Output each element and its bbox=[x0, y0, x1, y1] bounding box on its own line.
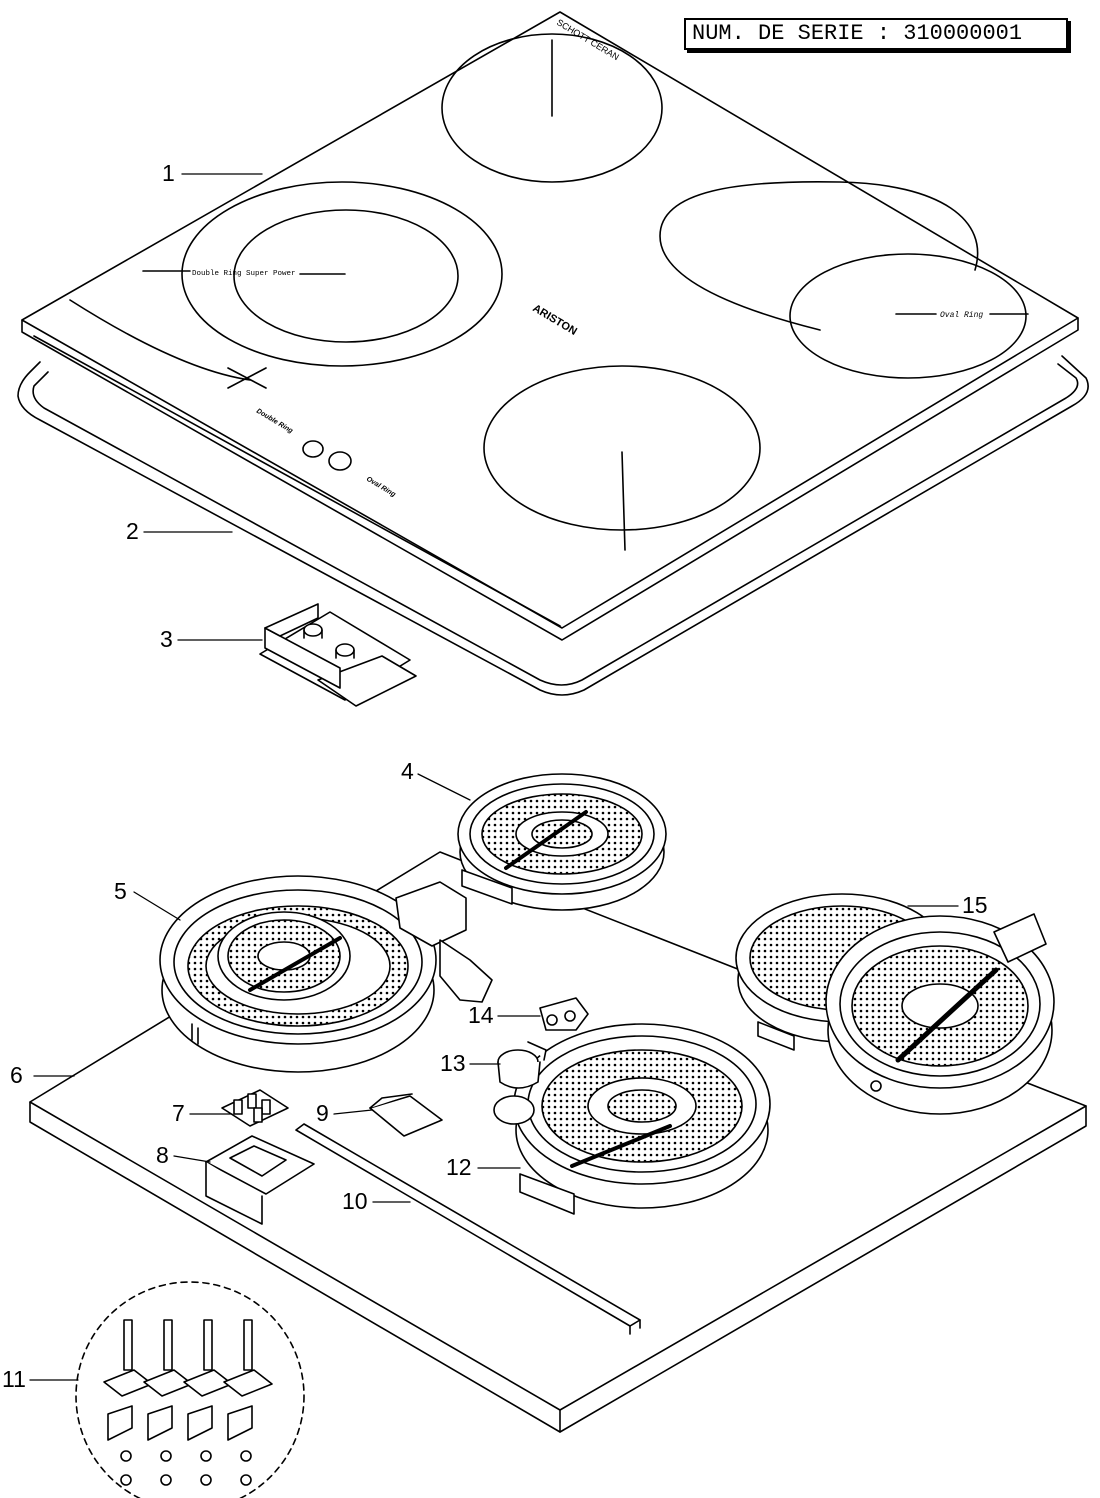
callout-4: 4 bbox=[401, 758, 414, 784]
callout-5: 5 bbox=[114, 878, 127, 904]
heating-element-double-ring bbox=[159, 875, 493, 1073]
callout-9: 9 bbox=[316, 1100, 329, 1126]
heating-element-front bbox=[513, 1023, 771, 1215]
callout-3: 3 bbox=[160, 626, 173, 652]
serial-number-box: NUM. DE SERIE : 310000001 bbox=[684, 18, 1068, 50]
frame-seal bbox=[17, 355, 1089, 696]
callout-10: 10 bbox=[342, 1188, 368, 1214]
zone-label-oval-ring: Oval Ring bbox=[940, 311, 983, 320]
callout-2: 2 bbox=[126, 518, 139, 544]
control-button-2 bbox=[328, 451, 352, 471]
control-module bbox=[259, 603, 417, 707]
heating-element-oval bbox=[735, 893, 1055, 1115]
zone-label-double-ring: Double Ring Super Power bbox=[192, 270, 296, 278]
callout-13: 13 bbox=[440, 1050, 466, 1076]
control-button-1 bbox=[302, 440, 324, 458]
zone-double-ring-outer bbox=[181, 181, 503, 367]
callout-leaders bbox=[29, 173, 959, 1381]
callout-14: 14 bbox=[468, 1002, 494, 1028]
glass-ceramic-top bbox=[21, 11, 1079, 641]
callout-6: 6 bbox=[10, 1062, 23, 1088]
callout-7: 7 bbox=[172, 1100, 185, 1126]
bracket bbox=[205, 1135, 315, 1225]
zone-double-ring-inner bbox=[233, 209, 459, 343]
terminal-block bbox=[221, 1089, 289, 1127]
callout-15: 15 bbox=[962, 892, 988, 918]
fastener-kit bbox=[75, 1281, 305, 1498]
long-bar bbox=[295, 1123, 641, 1335]
callout-12: 12 bbox=[446, 1154, 472, 1180]
callout-1: 1 bbox=[162, 160, 175, 186]
serial-label: NUM. DE SERIE : bbox=[692, 21, 891, 46]
zone-rear-left bbox=[441, 33, 663, 183]
thermal-limiter bbox=[493, 1041, 547, 1125]
small-plate bbox=[369, 1093, 443, 1137]
clip bbox=[539, 997, 589, 1031]
heating-element-rear bbox=[457, 773, 667, 911]
zone-front-right bbox=[483, 365, 761, 531]
callout-11: 11 bbox=[2, 1366, 26, 1392]
serial-value: 310000001 bbox=[903, 21, 1023, 46]
callout-8: 8 bbox=[156, 1142, 169, 1168]
zone-oval-inner bbox=[789, 253, 1027, 379]
